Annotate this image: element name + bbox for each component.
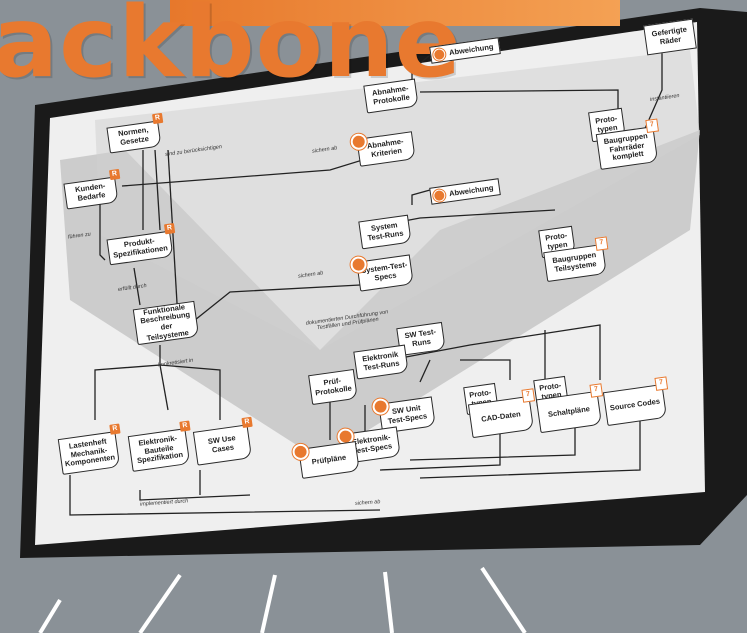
node-label: SW Use Cases [197,433,248,457]
node-label: SW Test-Runs [400,328,442,351]
node-elektronik-test-runs[interactable]: Elektronik Test-Runs [353,345,408,380]
node-abnahmeprotokolle[interactable]: Abnahme-Protokolle [363,79,418,114]
edge-label: führen zu [68,231,92,240]
node-label: CAD-Daten [481,410,521,424]
node-normen[interactable]: Normen, Gesetze R [106,121,161,154]
node-abweichung-top[interactable]: Abweichung [429,37,500,64]
badge-seven: 7 [521,388,535,403]
node-label: System Test-Runs [362,220,408,243]
badge-r: R [152,113,163,124]
node-label: Lastenheft Mechanik-Komponenten [61,437,116,470]
node-label: Baugruppen Teilsysteme [547,251,603,276]
node-source-codes[interactable]: Source Codes 7 [603,384,667,426]
node-label: Abnahme-Kriterien [360,137,412,161]
gear-icon [292,443,310,461]
badge-seven: 7 [654,376,668,391]
edge-label: instantiieren [650,93,680,103]
node-abweichung-mid[interactable]: Abweichung [429,178,500,205]
node-baugruppen-fahrraeder[interactable]: Baugruppen Fahrräder komplett 7 [596,126,658,170]
node-label: Schaltpläne [548,405,591,419]
edge-label: sind zu berücksichtigen [165,144,222,158]
node-pruefplaene[interactable]: Prüfpläne [298,441,360,479]
edge-label: dokumentierten Durchführung von Testfäll… [300,308,396,333]
node-pruefprotokolle[interactable]: Prüf-Protokolle [308,369,358,405]
node-elektronik-bauteile[interactable]: Elektronik-Bauteile Spezifikation R [128,428,190,472]
node-label: Produkt-Spezifikationen [110,235,170,260]
edge-label: sichern ab [298,270,324,279]
node-kundenbedarfe[interactable]: Kunden-Bedarfe R [63,177,118,210]
node-label: Kunden-Bedarfe [67,181,115,204]
badge-r: R [109,169,120,180]
edge-label: erfüllt durch [118,283,147,293]
node-system-test-specs[interactable]: System-Test-Specs [356,254,414,291]
node-lastenheft[interactable]: Lastenheft Mechanik-Komponenten R [58,431,120,475]
gear-icon [433,48,447,62]
node-system-test-runs[interactable]: System Test-Runs [358,215,411,250]
node-label: Abnahme-Protokolle [367,84,415,107]
node-gefertigte-raeder[interactable]: Gefertigte Räder [643,19,697,56]
badge-seven: 7 [645,119,659,134]
node-schaltplaene[interactable]: Schaltpläne 7 [536,391,602,433]
node-label: Gefertigte Räder [647,25,693,48]
node-label: Abweichung [449,183,494,198]
node-abnahmekriterien[interactable]: Abnahme-Kriterien [356,131,415,167]
node-label: Normen, Gesetze [110,125,158,148]
node-cad-daten[interactable]: CAD-Daten 7 [468,396,534,438]
gear-icon [433,189,447,203]
node-label: Funktionale Beschreibung der Teilsysteme [136,302,196,344]
node-produktspez[interactable]: Produkt-Spezifikationen R [107,231,174,266]
node-label: Source Codes [609,397,660,413]
badge-r: R [164,223,175,234]
edge-label: implementiert durch [140,498,189,507]
node-funktionale[interactable]: Funktionale Beschreibung der Teilsysteme [133,301,199,345]
node-sw-use-cases[interactable]: SW Use Cases R [193,424,252,465]
edge-label: sichern ab [355,499,381,507]
badge-r: R [241,417,252,428]
badge-r: R [179,421,190,432]
node-label: Baugruppen Fahrräder komplett [599,132,654,165]
node-label: Elektronik Test-Runs [357,350,405,373]
node-label: System-Test-Specs [360,261,410,285]
node-label: Elektronik-Bauteile Spezifikation [131,434,186,467]
node-label: Prüfpläne [311,453,346,466]
edge-label: konkretisiert in [158,358,194,369]
badge-seven: 7 [589,383,603,398]
node-label: SW Unit Test-Specs [382,403,432,427]
node-label: Abweichung [449,42,494,57]
badge-seven: 7 [595,236,609,251]
edge-label: sichern ab [312,145,338,154]
node-label: Prüf-Protokolle [312,376,354,399]
badge-r: R [109,424,120,435]
